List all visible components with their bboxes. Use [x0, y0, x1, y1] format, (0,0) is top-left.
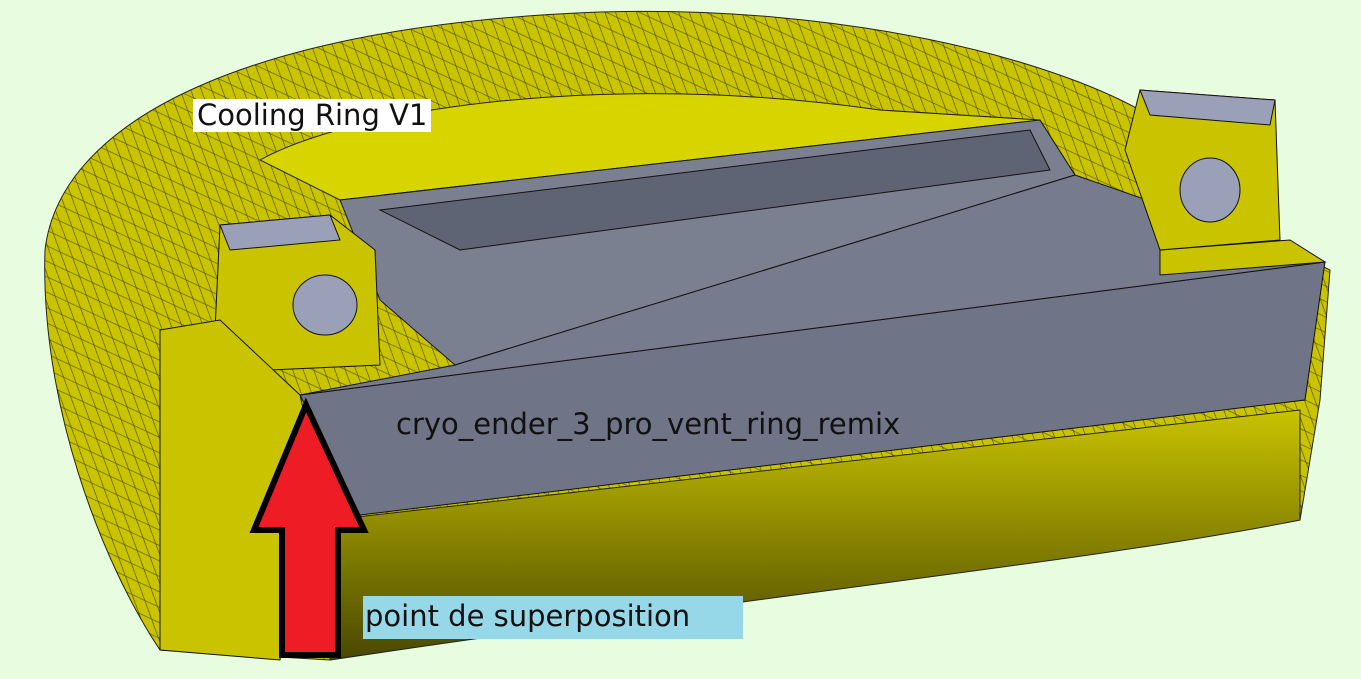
left-mount-block [159, 214, 381, 661]
arrow-up-icon [249, 397, 369, 658]
vent-duct [299, 119, 1327, 516]
right-mount-block [1124, 89, 1281, 251]
remix-part-label: cryo_ender_3_pro_vent_ring_remix [396, 407, 901, 441]
superposition-point-label: point de superposition [363, 596, 743, 639]
cooling-ring-label: Cooling Ring V1 [193, 99, 432, 132]
